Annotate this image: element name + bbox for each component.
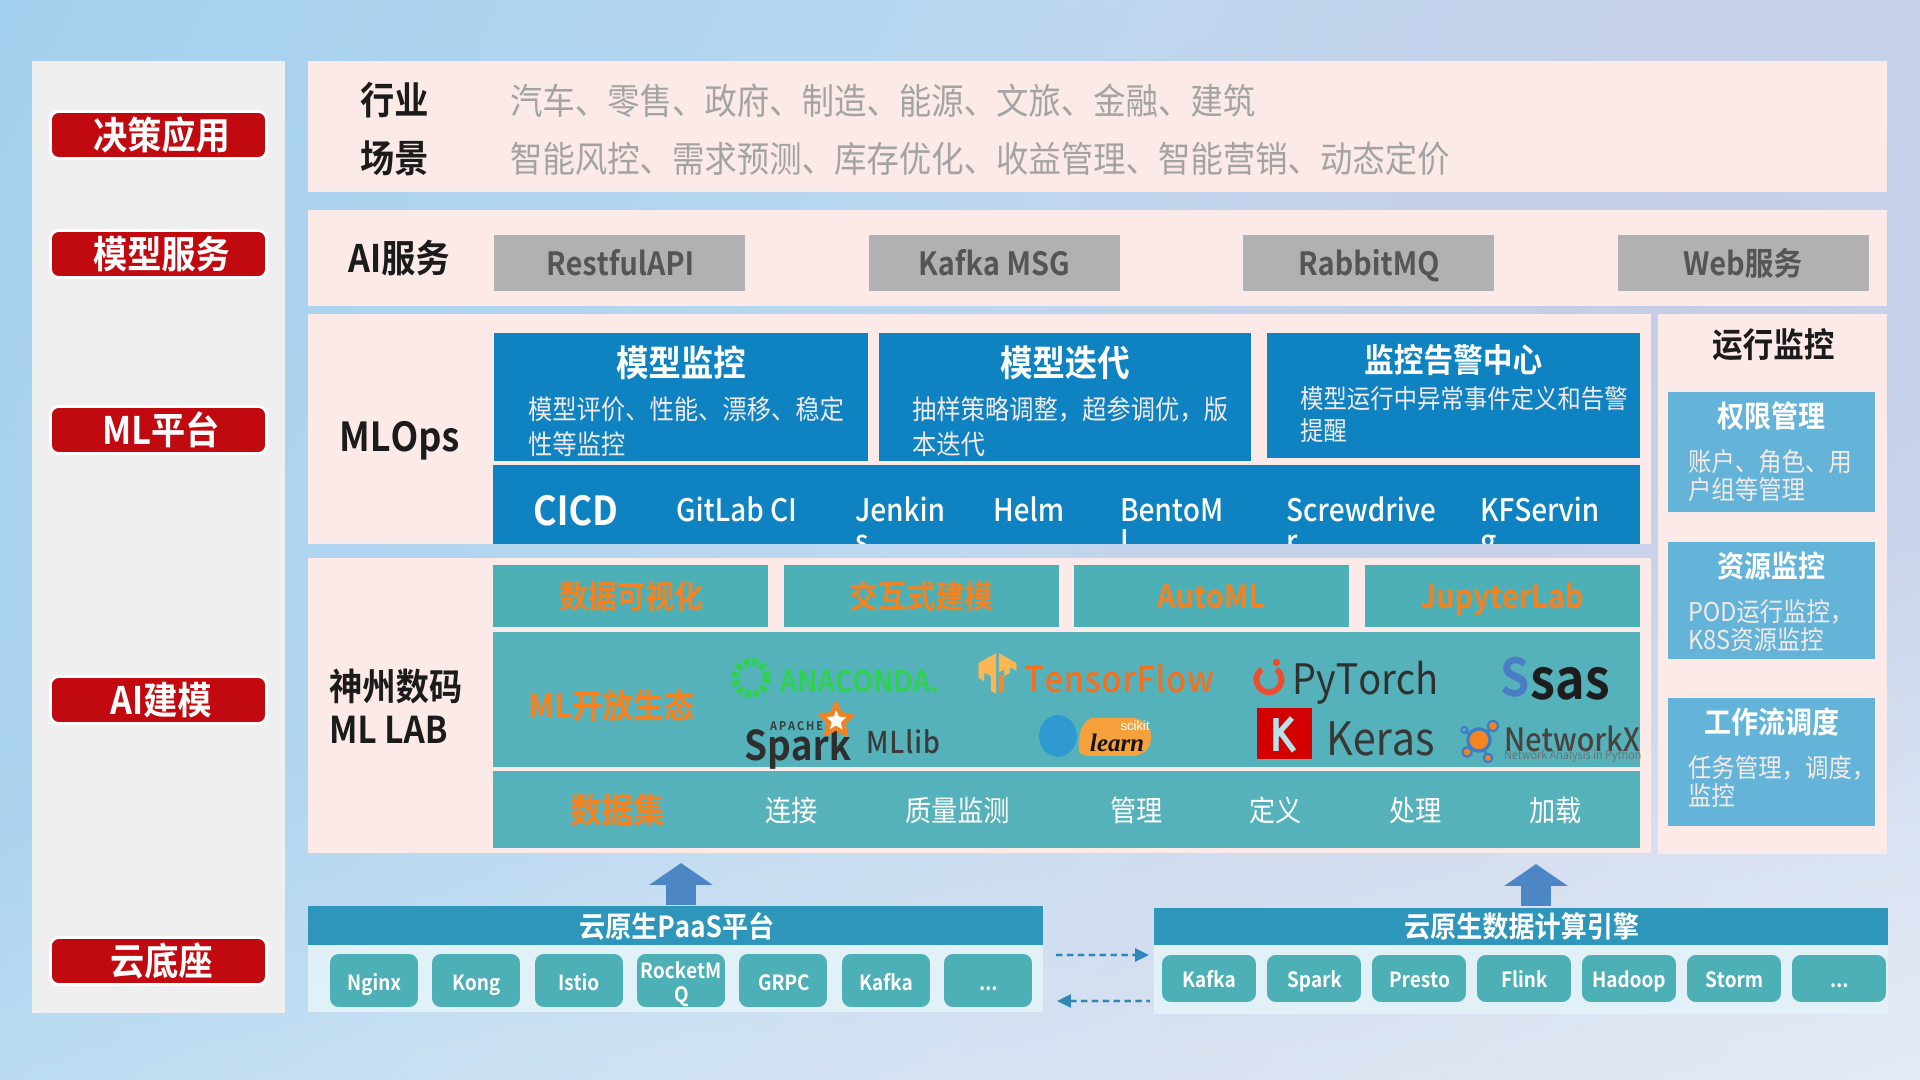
svg-text:scikit: scikit bbox=[1121, 718, 1150, 733]
svg-text:learn: learn bbox=[1090, 730, 1144, 757]
